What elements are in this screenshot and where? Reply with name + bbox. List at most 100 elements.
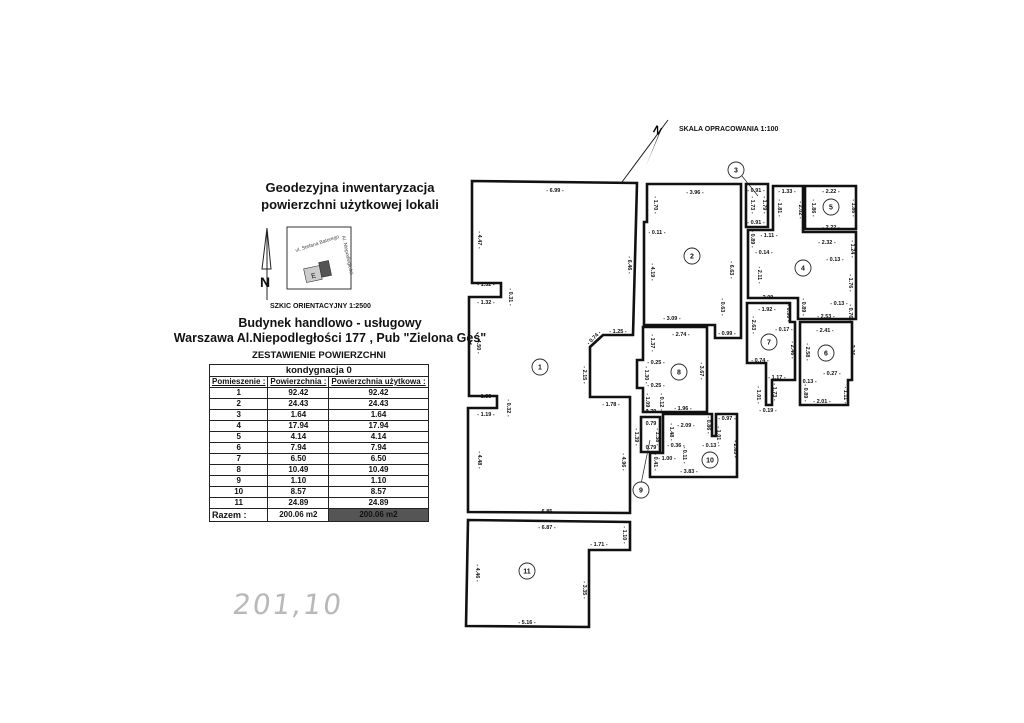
- dimension-label: - 0.12 -: [658, 393, 664, 411]
- dimension-label: - 0.13 -: [826, 257, 844, 263]
- scale-label: SKALA OPRACOWANIA 1:100: [679, 126, 779, 133]
- dimension-label: - 1.70 -: [652, 196, 658, 214]
- dimension-label: - 1.73 -: [749, 196, 755, 214]
- dimension-label: - 1.32 -: [477, 300, 495, 306]
- dimension-label: - 1.24 -: [849, 240, 855, 258]
- dimension-label: - 0.63 -: [719, 298, 725, 316]
- area-summary-table: kondygnacja 0 Pomieszenie : Powierzchnia…: [208, 364, 429, 522]
- north-arrow-icon: [261, 227, 272, 300]
- dimension-label: - 0.25 -: [647, 383, 665, 389]
- dimension-label: - 0.36 -: [667, 443, 685, 449]
- room-outline-4: [746, 184, 858, 321]
- dimension-label: 0.79: [646, 421, 657, 427]
- room-number: 3: [734, 168, 738, 175]
- dimension-label: - 2.58 -: [804, 343, 810, 361]
- dimension-label: - 1.86 -: [810, 199, 816, 217]
- dimension-label: 0.79: [646, 409, 657, 415]
- room-number: 8: [677, 370, 681, 377]
- dimension-label: - 0.90 -: [785, 304, 791, 322]
- room-number-marker: 10: [701, 451, 719, 469]
- dimension-label: - 0.89 -: [802, 384, 808, 402]
- dimension-label: - 3.09 -: [663, 316, 681, 322]
- dimension-label: - 6.99 -: [546, 188, 564, 194]
- sketch-caption: SZKIC ORIENTACYJNY 1:2500: [270, 303, 371, 310]
- dimension-label: - 0.13 -: [830, 301, 848, 307]
- dimension-label: - 6.46 -: [626, 256, 632, 274]
- room-number-marker: 2: [683, 247, 701, 265]
- title-line-1: Geodezyjna inwentaryzacja: [265, 180, 435, 195]
- orientation-sketch: ul. Stefana Batorego Al. Niepodległości …: [261, 226, 354, 300]
- dimension-label: - 2.41 -: [816, 328, 834, 334]
- dimension-label: - 2.01 -: [813, 399, 831, 405]
- dimension-label: - 2.11 -: [756, 266, 762, 283]
- dimension-label: - 1.76 -: [847, 274, 853, 292]
- dimension-label: - 6.63 -: [728, 261, 734, 279]
- total-usable-area: 200.06 m2: [328, 508, 429, 522]
- dimension-label: - 2.85 -: [732, 440, 738, 458]
- dimension-label: - 1.86 -: [850, 199, 856, 217]
- plan-north-arrow-icon: N: [621, 119, 669, 183]
- dimension-label: - 1.01 -: [715, 426, 721, 444]
- room-outline-7: [798, 320, 854, 407]
- room-outline-1: [466, 179, 639, 515]
- building-description: Budynek handlowo - usługowy Warszawa Al.…: [160, 316, 500, 346]
- dimension-label: - 6.85 -: [538, 509, 556, 515]
- dimension-label: - 0.13 -: [799, 379, 817, 385]
- dimension-label: - 1.00 -: [658, 456, 676, 462]
- dimension-label: - 1.01 -: [755, 386, 761, 404]
- dimension-label: - 4.48 -: [476, 451, 482, 469]
- room-outline-5: [803, 184, 858, 231]
- dimension-label: - 0.11 -: [648, 230, 665, 236]
- room-number-marker: 9: [632, 481, 650, 499]
- dimension-label: - 1.73 -: [771, 383, 777, 401]
- room-number-marker: 7: [760, 333, 778, 351]
- dimension-label: - 0.91 -: [747, 188, 765, 194]
- dimension-label: - 3.83 -: [680, 469, 698, 475]
- dimension-label: - 1.39 -: [633, 428, 639, 446]
- north-label: N: [260, 274, 271, 290]
- building-label: E: [311, 272, 317, 280]
- dimension-label: - 1.78 -: [602, 402, 620, 408]
- dimension-label: - 1.71 -: [590, 542, 608, 548]
- dimension-label: - 1.10 -: [621, 526, 627, 544]
- dimension-label: - 1.92 -: [758, 307, 776, 313]
- dimension-label: - 2.32 -: [818, 240, 836, 246]
- dimension-label: - 4.19 -: [649, 263, 655, 281]
- dimension-label: - 1.30 -: [643, 366, 649, 384]
- dimension-label: - 1.79 -: [761, 196, 767, 214]
- leader-line-room-9: [640, 439, 651, 485]
- room-number-marker: 4: [794, 259, 812, 277]
- room-number: 4: [801, 266, 805, 273]
- dimension-label: - 0.89 -: [749, 230, 755, 248]
- dimension-label: - 3.35 -: [581, 581, 587, 599]
- room-number: 5: [829, 205, 833, 212]
- dimension-label: - 2.36 -: [849, 341, 855, 359]
- room-outline-2: [642, 182, 743, 340]
- dimension-label: - 0.97 -: [718, 416, 736, 422]
- dimension-label: - 1.17 -: [768, 375, 786, 381]
- dimension-label: - 1.38 -: [654, 428, 660, 446]
- leader-line-room-3: [741, 175, 759, 197]
- total-row: Razem : 200.06 m2 200.06 m2: [208, 508, 429, 522]
- dimension-label: - 0.99 -: [718, 331, 736, 337]
- dimension-label: - 2.02 -: [797, 201, 803, 219]
- building-address: Warszawa Al.Niepodległości 177 , Pub "Zi…: [173, 331, 487, 345]
- dimension-label: - 0.25 -: [647, 360, 665, 366]
- dimension-label: - 0.74 -: [751, 358, 769, 364]
- room-number: 6: [824, 351, 828, 358]
- dimension-label: - 0.19 -: [759, 408, 777, 414]
- dimension-label: - 4.46 -: [474, 564, 480, 582]
- map-frame: [286, 226, 352, 290]
- dimension-label: - 1.96 -: [674, 406, 692, 412]
- dimension-label: - 1.32 -: [477, 282, 495, 288]
- dimension-label: - 0.89 -: [800, 298, 806, 316]
- dimension-label: - 0.86 -: [705, 416, 711, 434]
- title-line-2: powierzchni użytkowej lokali: [261, 197, 439, 212]
- dimension-label: - 2.53 -: [817, 314, 835, 320]
- dimension-label: - 4.47 -: [476, 231, 482, 249]
